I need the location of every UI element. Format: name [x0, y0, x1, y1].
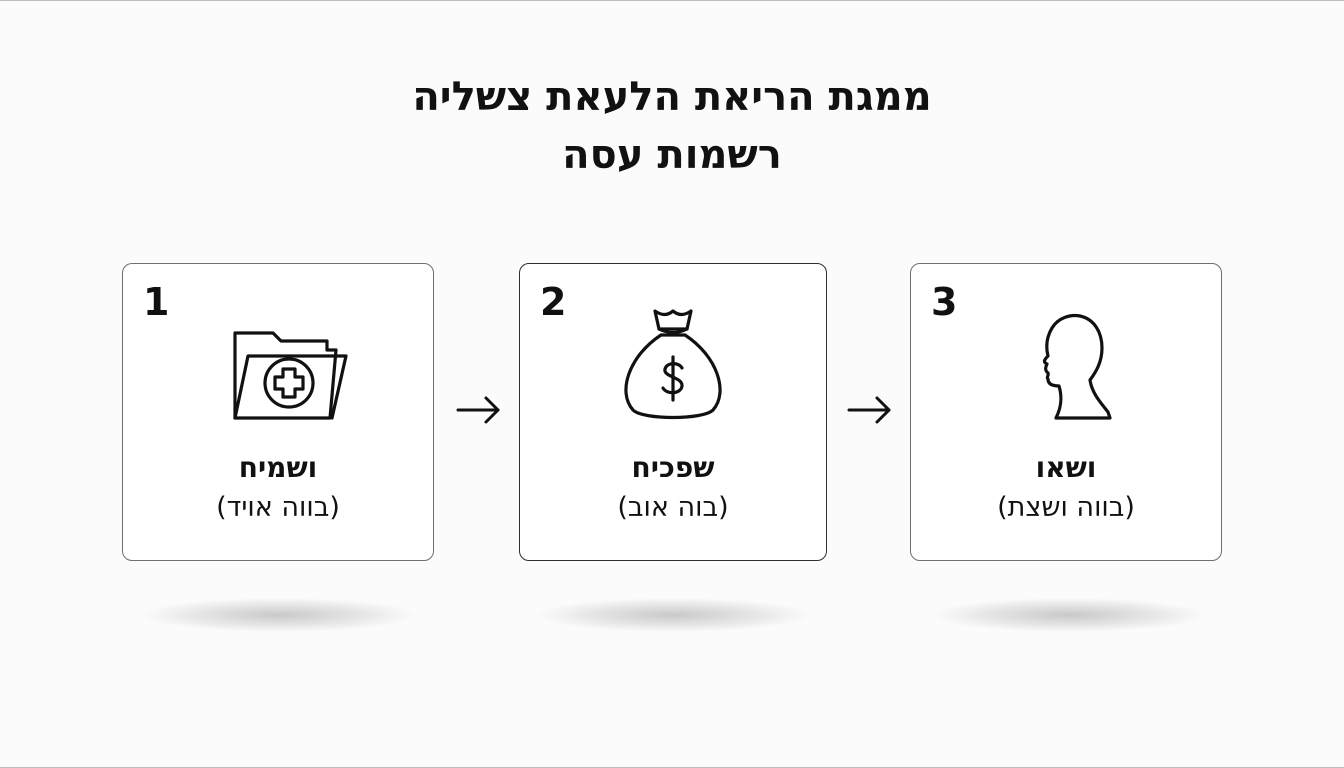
- medical-folder-icon: [208, 306, 348, 426]
- step-sublabel: (בווה אויד): [216, 492, 340, 523]
- step-number: 3: [931, 280, 958, 324]
- card-shadow: [538, 598, 808, 632]
- card-shadow: [144, 598, 414, 632]
- title-line-1: ממגת הריאת הלעאת צשליה: [412, 74, 932, 120]
- top-border: [0, 0, 1344, 1]
- step-sublabel: (בוה אוב): [617, 492, 729, 523]
- step-number: 1: [143, 280, 170, 324]
- card-shadow: [934, 598, 1204, 632]
- step-label: ושאו: [1035, 451, 1097, 484]
- diagram-title: ממגת הריאת הלעאת צשליה רשמות עסה: [0, 68, 1344, 184]
- title-line-2: רשמות עסה: [562, 132, 782, 178]
- step-card-2: 2 שפכיח (בוה אוב): [519, 263, 827, 561]
- head-profile-icon: [996, 306, 1136, 426]
- step-sublabel: (בווה ושצת): [997, 492, 1135, 523]
- step-number: 2: [540, 280, 567, 324]
- arrow-right-icon: [845, 392, 895, 428]
- money-bag-icon: [603, 306, 743, 426]
- step-label: ושמיח: [238, 451, 318, 484]
- step-card-3: 3 ושאו (בווה ושצת): [910, 263, 1222, 561]
- arrow-right-icon: [454, 392, 504, 428]
- step-label: שפכיח: [631, 451, 715, 484]
- step-card-1: 1 ושמיח (בווה אויד): [122, 263, 434, 561]
